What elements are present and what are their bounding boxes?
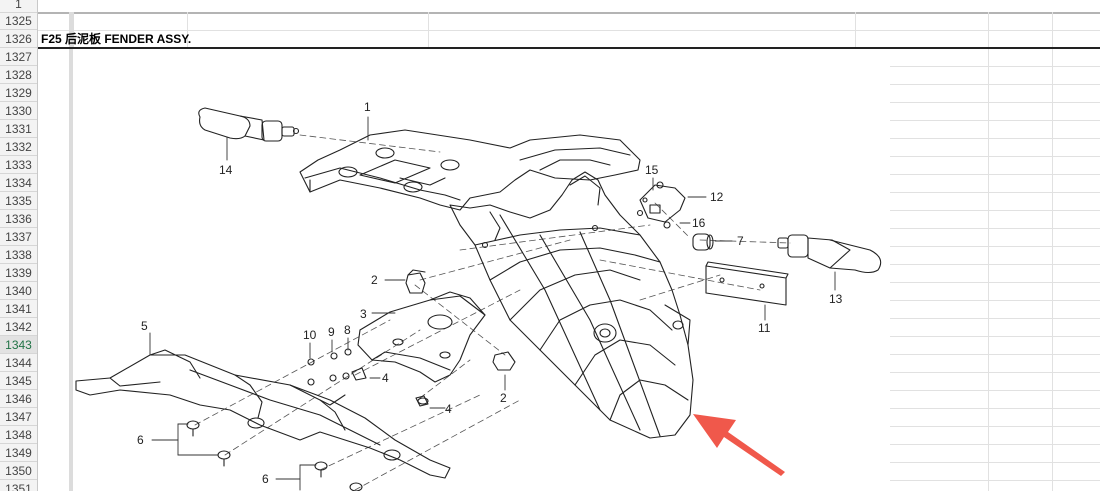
row-header-1334[interactable]: 1334 xyxy=(0,174,37,192)
part-14-indicator xyxy=(198,107,300,142)
row-header-1329[interactable]: 1329 xyxy=(0,84,37,102)
callout-c8: 8 xyxy=(344,323,351,337)
row-header-1331[interactable]: 1331 xyxy=(0,120,37,138)
row-header-1339[interactable]: 1339 xyxy=(0,264,37,282)
parts-8-9-10-fasteners xyxy=(307,348,429,407)
gridline xyxy=(988,12,989,491)
part-1-upper-fender xyxy=(299,129,641,211)
gridline xyxy=(890,102,1100,103)
callout-c5: 5 xyxy=(141,319,148,333)
gridline xyxy=(890,372,1100,373)
callout-c4b: 4 xyxy=(445,402,452,416)
gridline xyxy=(890,210,1100,211)
gridline xyxy=(890,174,1100,175)
row-header-1341[interactable]: 1341 xyxy=(0,300,37,318)
row-header-1346[interactable]: 1346 xyxy=(0,390,37,408)
gridline xyxy=(890,264,1100,265)
callout-c2b: 2 xyxy=(500,391,507,405)
row-header-1333[interactable]: 1333 xyxy=(0,156,37,174)
row-header-1325[interactable]: 1325 xyxy=(0,12,37,30)
part-2-clip-bottom xyxy=(492,351,516,371)
part-5-lower-bracket xyxy=(75,349,451,479)
row-header-top[interactable]: 1 xyxy=(0,0,37,13)
callout-c11: 11 xyxy=(758,321,771,335)
gridline xyxy=(890,282,1100,283)
row-header-1343[interactable]: 1343 xyxy=(0,336,37,354)
part-11-plate xyxy=(705,261,789,306)
row-header-1349[interactable]: 1349 xyxy=(0,444,37,462)
title-underline xyxy=(38,47,1100,49)
callout-c4a: 4 xyxy=(382,371,389,385)
column-header-strip xyxy=(37,0,1100,14)
gridline xyxy=(890,426,1100,427)
row-header-1337[interactable]: 1337 xyxy=(0,228,37,246)
part-7-bushing xyxy=(692,233,714,251)
gridline xyxy=(38,30,1100,31)
row-header-1340[interactable]: 1340 xyxy=(0,282,37,300)
gridline xyxy=(890,318,1100,319)
row-header-1338[interactable]: 1338 xyxy=(0,246,37,264)
column-a-divider xyxy=(69,12,74,491)
gridline xyxy=(890,192,1100,193)
row-header-1350[interactable]: 1350 xyxy=(0,462,37,480)
row-header-1327[interactable]: 1327 xyxy=(0,48,37,66)
row-header-1345[interactable]: 1345 xyxy=(0,372,37,390)
gridline xyxy=(890,480,1100,481)
leader-lines xyxy=(149,116,836,491)
row-header-1342[interactable]: 1342 xyxy=(0,318,37,336)
callout-c10: 10 xyxy=(303,328,317,342)
callout-c7: 7 xyxy=(737,234,744,248)
gridline xyxy=(890,84,1100,85)
gridline xyxy=(890,354,1100,355)
part-3-bracket xyxy=(357,291,486,383)
gridline xyxy=(890,408,1100,409)
row-header-1332[interactable]: 1332 xyxy=(0,138,37,156)
gridline xyxy=(890,390,1100,391)
part-12-bracket xyxy=(636,181,686,229)
assembly-lines xyxy=(194,134,791,491)
row-header-1335[interactable]: 1335 xyxy=(0,192,37,210)
gridline xyxy=(890,246,1100,247)
row-header-1326[interactable]: 1326 xyxy=(0,30,37,48)
callout-c6b: 6 xyxy=(262,472,269,486)
red-arrow-annotation xyxy=(693,414,785,476)
sheet-title-cell[interactable]: F25 后泥板 FENDER ASSY. xyxy=(41,32,192,46)
gridline xyxy=(1052,12,1053,491)
part-6-screws xyxy=(186,397,429,491)
row-header-1347[interactable]: 1347 xyxy=(0,408,37,426)
gridline xyxy=(890,336,1100,337)
gridline xyxy=(890,444,1100,445)
callout-c3: 3 xyxy=(360,307,367,321)
row-header-1348[interactable]: 1348 xyxy=(0,426,37,444)
fender-assembly-drawing xyxy=(75,107,882,491)
row-header-1344[interactable]: 1344 xyxy=(0,354,37,372)
gridline xyxy=(890,462,1100,463)
gridline xyxy=(890,156,1100,157)
callout-c16: 16 xyxy=(692,216,706,230)
row-header-1328[interactable]: 1328 xyxy=(0,66,37,84)
row-header-1336[interactable]: 1336 xyxy=(0,210,37,228)
row-header-1330[interactable]: 1330 xyxy=(0,102,37,120)
gridline xyxy=(890,300,1100,301)
callout-c2a: 2 xyxy=(371,273,378,287)
gridline xyxy=(890,66,1100,67)
part-main-fender xyxy=(449,171,694,439)
row-header-1351[interactable]: 1351 xyxy=(0,480,37,491)
gridline xyxy=(890,138,1100,139)
callout-c9: 9 xyxy=(328,325,335,339)
callout-c14: 14 xyxy=(219,163,233,177)
callout-c6a: 6 xyxy=(137,433,144,447)
gridline xyxy=(890,228,1100,229)
callout-c15: 15 xyxy=(645,163,659,177)
part-13-indicator xyxy=(777,234,882,274)
callout-c12: 12 xyxy=(710,190,724,204)
callout-c13: 13 xyxy=(829,292,843,306)
gridline xyxy=(890,120,1100,121)
part-2-clip-top xyxy=(405,269,426,294)
callout-c1: 1 xyxy=(364,100,371,114)
